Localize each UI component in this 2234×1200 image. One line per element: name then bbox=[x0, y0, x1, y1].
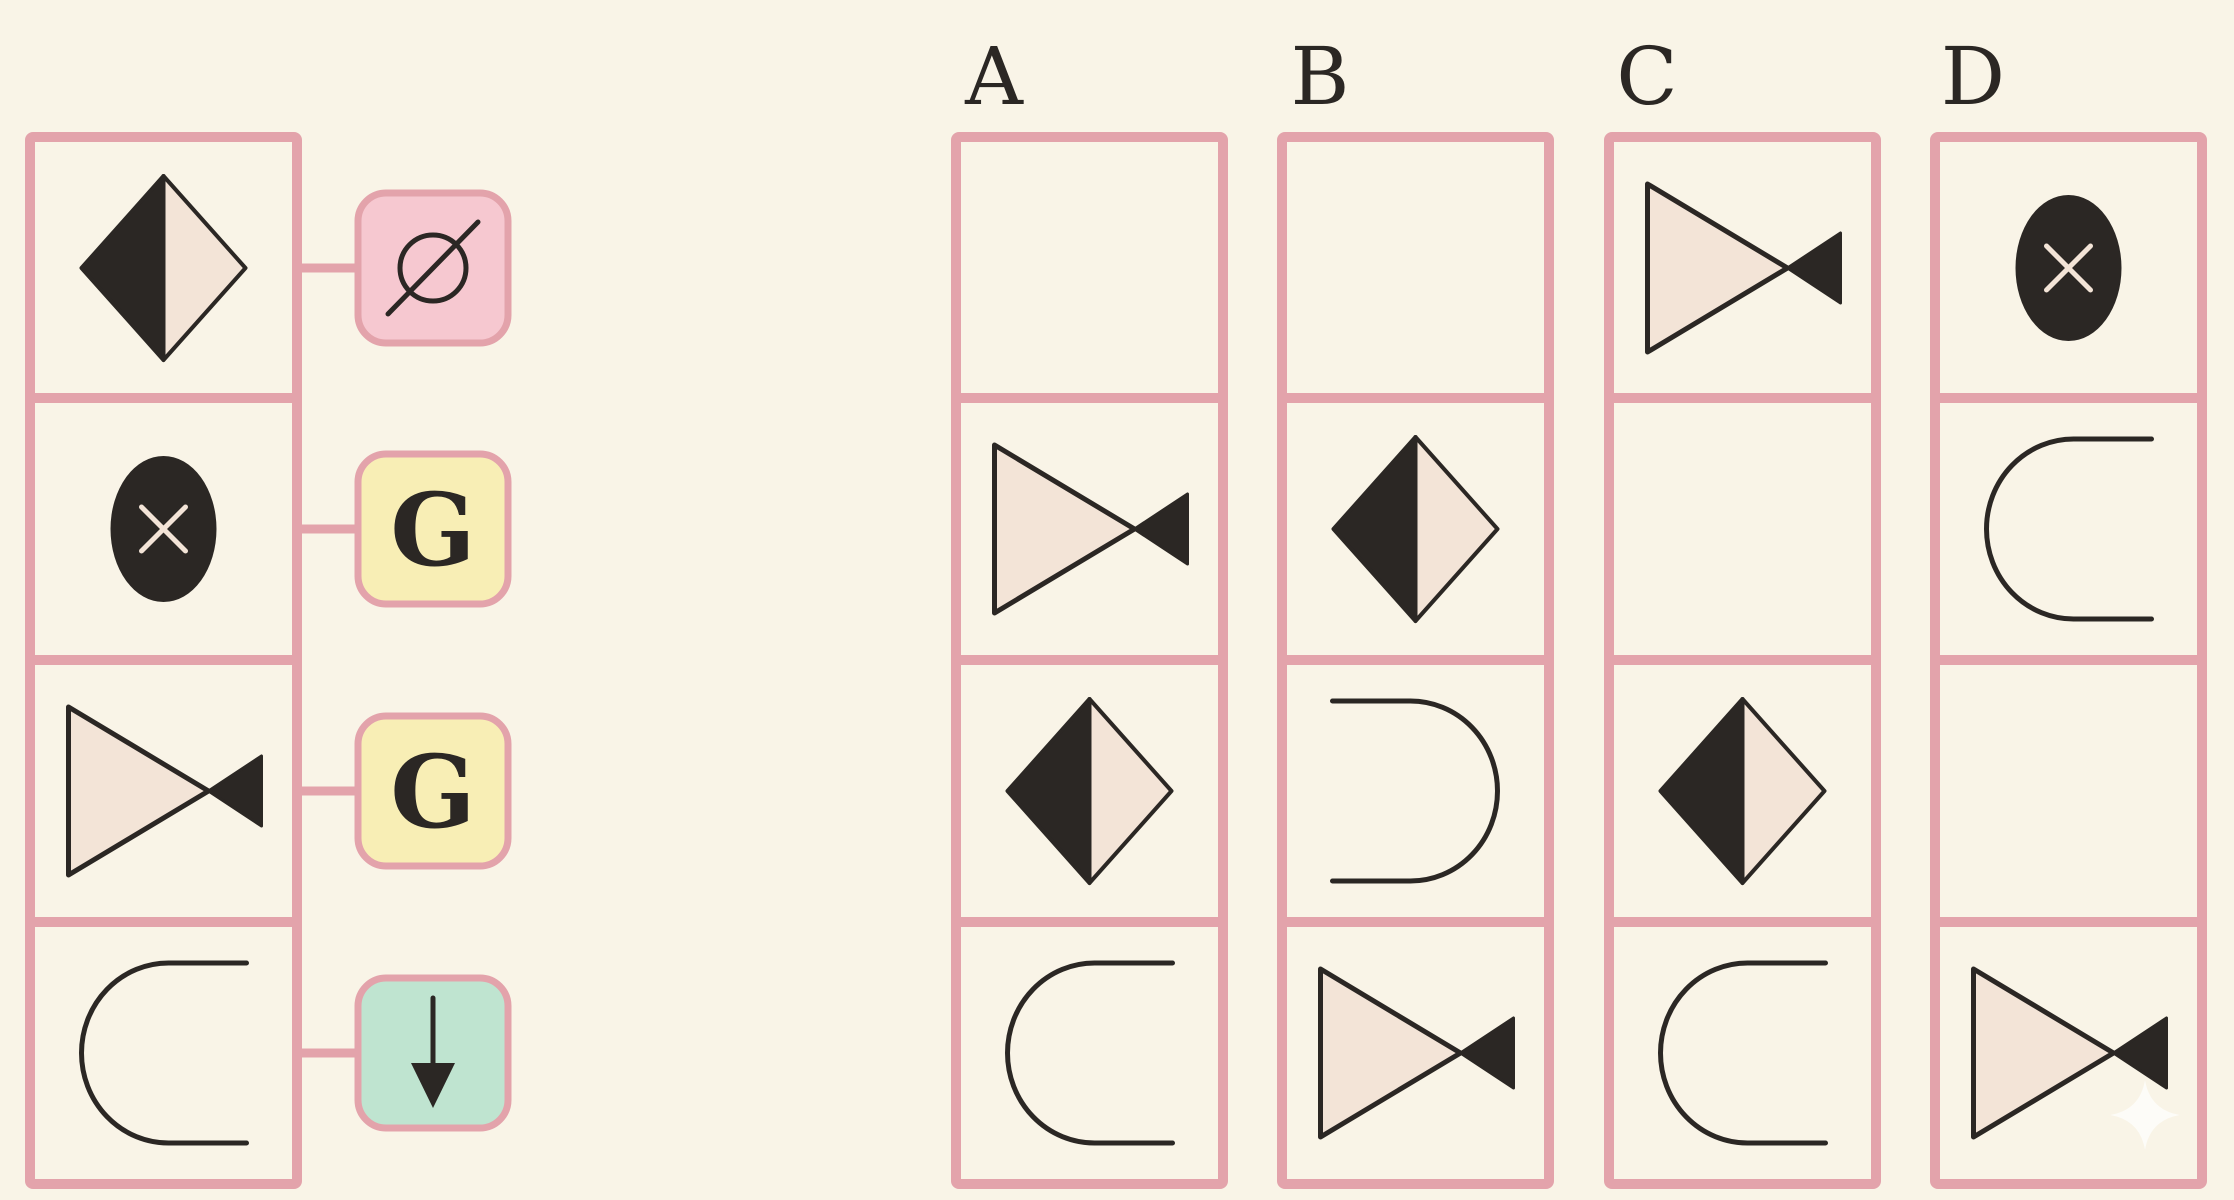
bowtie-wedge bbox=[207, 754, 263, 828]
option-label-d: D bbox=[1941, 30, 2005, 123]
diamond-half-icon bbox=[79, 174, 248, 362]
diamond-light-half bbox=[161, 174, 248, 362]
diamond-dark-half bbox=[1331, 435, 1418, 623]
empty-set-icon bbox=[397, 232, 469, 304]
x-ellipse-icon bbox=[110, 456, 217, 602]
diamond-dark-half bbox=[1005, 697, 1092, 885]
u-curve-path bbox=[1658, 960, 1828, 1146]
bowtie-wedge bbox=[1133, 492, 1189, 566]
question-column bbox=[25, 132, 302, 1189]
bowtie-icon bbox=[1318, 966, 1515, 1140]
diamond-half-icon bbox=[1331, 435, 1500, 623]
option-label-a: A bbox=[964, 30, 1024, 123]
tag-box bbox=[354, 712, 512, 870]
u-curve-right-icon bbox=[1330, 698, 1500, 884]
bowtie-wedge bbox=[1459, 1016, 1515, 1090]
option-label-c: C bbox=[1616, 30, 1677, 123]
diamond-light-half bbox=[1740, 697, 1827, 885]
bowtie-icon bbox=[992, 442, 1189, 616]
diamond-light-half bbox=[1413, 435, 1500, 623]
option-column-b bbox=[1277, 132, 1554, 1189]
u-curve-path bbox=[1984, 436, 2154, 622]
diamond-light-half bbox=[1087, 697, 1174, 885]
x-stroke bbox=[139, 504, 188, 554]
option-label-b: B bbox=[1291, 30, 1350, 123]
u-curve-icon bbox=[1658, 960, 1828, 1146]
u-curve-path bbox=[79, 960, 249, 1146]
u-curve-path bbox=[1005, 960, 1175, 1146]
tag-null bbox=[297, 189, 512, 347]
diamond-dark-half bbox=[1658, 697, 1745, 885]
empty-set-slash bbox=[385, 219, 481, 317]
bowtie-icon bbox=[1645, 181, 1842, 355]
bowtie-triangle bbox=[992, 442, 1137, 616]
tag-arrow bbox=[297, 974, 512, 1132]
bowtie-wedge bbox=[1786, 231, 1842, 305]
tag-letter: G bbox=[390, 471, 475, 589]
option-column-d bbox=[1930, 132, 2207, 1189]
bowtie-triangle bbox=[66, 704, 211, 878]
bowtie-icon bbox=[1971, 966, 2168, 1140]
tag-box bbox=[354, 450, 512, 608]
u-curve-icon bbox=[1984, 436, 2154, 622]
tag-letter: G bbox=[297, 450, 512, 608]
bowtie-wedge bbox=[2112, 1016, 2168, 1090]
sparkle-icon bbox=[2110, 1080, 2180, 1150]
x-ellipse-icon bbox=[2015, 195, 2122, 341]
diamond-half-icon bbox=[1005, 697, 1174, 885]
diamond-half-icon bbox=[1658, 697, 1827, 885]
diamond-dark-half bbox=[79, 174, 166, 362]
u-curve-icon bbox=[1005, 960, 1175, 1146]
bowtie-triangle bbox=[1971, 966, 2116, 1140]
tag-letter: G bbox=[297, 712, 512, 870]
down-arrow-icon bbox=[411, 1063, 455, 1108]
bowtie-triangle bbox=[1318, 966, 1463, 1140]
option-column-c bbox=[1604, 132, 1881, 1189]
option-column-a bbox=[951, 132, 1228, 1189]
x-stroke bbox=[2044, 243, 2093, 293]
u-curve-path bbox=[1330, 698, 1500, 884]
u-curve-icon bbox=[79, 960, 249, 1146]
tag-letter: G bbox=[390, 733, 475, 851]
bowtie-triangle bbox=[1645, 181, 1790, 355]
bowtie-icon bbox=[66, 704, 263, 878]
